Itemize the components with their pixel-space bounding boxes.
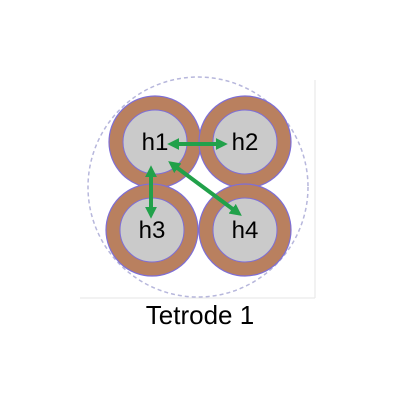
wire-h3-label: h3 xyxy=(139,217,166,244)
figure-caption: Tetrode 1 xyxy=(145,300,255,330)
wire-h4: h4 xyxy=(198,183,292,277)
wire-h4-label: h4 xyxy=(232,217,259,244)
wire-h1-label: h1 xyxy=(142,129,169,156)
arrow-h1-h4 xyxy=(168,161,242,216)
wire-h2-label: h2 xyxy=(232,129,259,156)
bundle-outline xyxy=(87,76,309,298)
